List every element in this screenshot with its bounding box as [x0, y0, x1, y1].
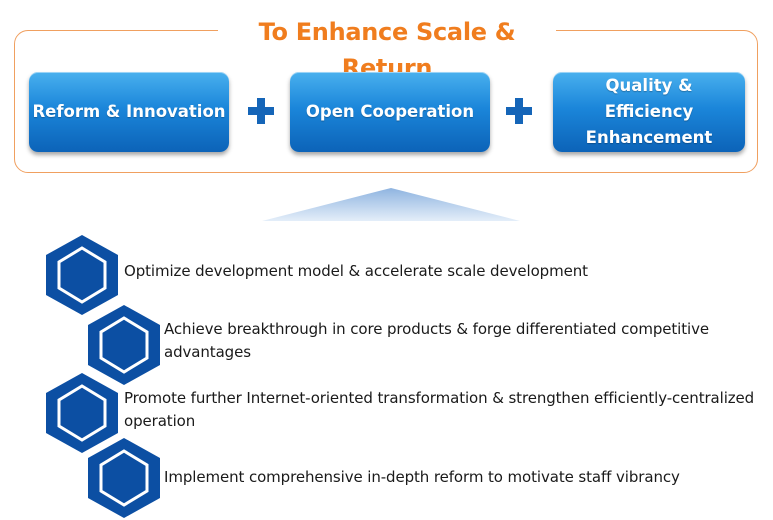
list-item: Optimize development model & accelerate … [124, 262, 588, 280]
plus-icon [248, 98, 274, 124]
pillar-label: Open Cooperation [305, 102, 475, 121]
fan-connector-shape [262, 188, 520, 221]
list-item: Implement comprehensive in-depth reform … [164, 468, 680, 486]
pillar-quality-efficiency: Quality & Efficiency Enhancement [553, 72, 745, 152]
page-title: To Enhance Scale & Return [218, 14, 556, 82]
hexagon-icon [46, 373, 118, 453]
plus-icon [506, 98, 532, 124]
pillar-open-cooperation: Open Cooperation [290, 72, 490, 152]
hexagon-icon [88, 438, 160, 518]
list-item: Achieve breakthrough in core products & … [164, 320, 709, 361]
pillar-label: Reform & Innovation [32, 102, 226, 121]
hexagon-icon [88, 305, 160, 385]
hexagon-icon [46, 235, 118, 315]
list-item: Promote further Internet-oriented transf… [124, 389, 755, 430]
pillar-label: Quality & Efficiency Enhancement [585, 76, 713, 147]
pillar-reform-innovation: Reform & Innovation [29, 72, 229, 152]
